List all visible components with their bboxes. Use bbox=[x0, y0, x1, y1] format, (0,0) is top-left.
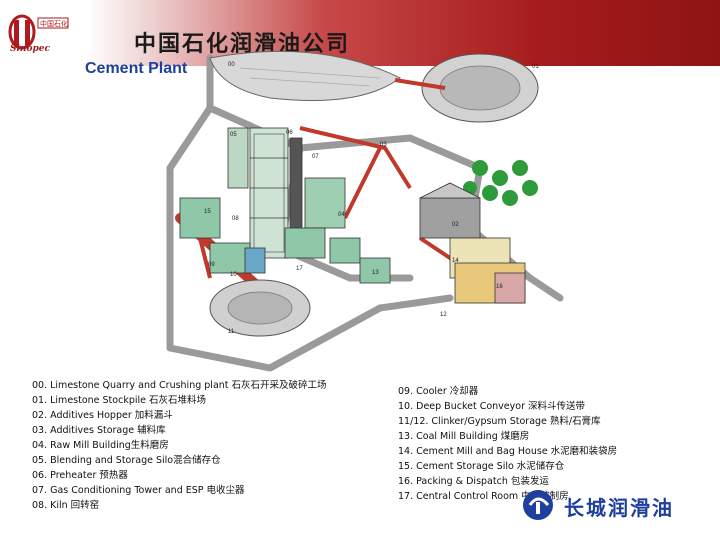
label-09: 09 bbox=[208, 262, 215, 268]
limestone-quarry-dome bbox=[209, 50, 401, 101]
limestone-stockpile-dome bbox=[421, 53, 539, 123]
legend-item: 17. Central Control Room 中心控制房 bbox=[398, 491, 569, 502]
legend-item: 05. Blending and Storage Silo混合储存仓 bbox=[32, 455, 221, 466]
brand-text: 长城润滑油 bbox=[564, 496, 674, 520]
label-10: 10 bbox=[230, 272, 237, 278]
label-08: 08 bbox=[232, 216, 239, 222]
packing-building bbox=[494, 272, 526, 304]
legend-item: 04. Raw Mill Building生料磨房 bbox=[32, 440, 169, 451]
legend-item: 00. Limestone Quarry and Crushing plant … bbox=[32, 380, 327, 391]
legend-item: 13. Coal Mill Building 煤磨房 bbox=[398, 431, 530, 442]
label-01: 01 bbox=[532, 64, 539, 70]
page-subtitle: Cement Plant bbox=[85, 60, 188, 77]
legend-item: 02. Additives Hopper 加料漏斗 bbox=[32, 410, 173, 421]
label-04: 04 bbox=[338, 212, 345, 218]
great-wall-brand: 长城润滑油 bbox=[520, 488, 716, 522]
great-wall-logo-icon bbox=[523, 490, 553, 520]
legend-item: 16. Packing & Dispatch 包装发运 bbox=[398, 476, 549, 487]
label-06: 06 bbox=[286, 130, 293, 136]
esp-building bbox=[304, 177, 346, 229]
label-00: 00 bbox=[228, 62, 235, 68]
label-17: 17 bbox=[296, 266, 303, 272]
preheater-tower bbox=[227, 127, 303, 259]
cooler bbox=[244, 247, 266, 274]
storage-buildings bbox=[284, 227, 391, 284]
label-13: 13 bbox=[372, 270, 379, 276]
legend-item: 07. Gas Conditioning Tower and ESP 电收尘器 bbox=[32, 485, 245, 496]
legend-item: 11/12. Clinker/Gypsum Storage 熟料/石膏库 bbox=[398, 416, 601, 427]
legend-item: 09. Cooler 冷却器 bbox=[398, 386, 479, 397]
legend-item: 15. Cement Storage Silo 水泥储存仓 bbox=[398, 461, 565, 472]
label-03: 03 bbox=[380, 142, 387, 148]
cement-plant-diagram: 00 01 02 03 04 05 06 07 08 09 10 11 12 1… bbox=[166, 50, 564, 372]
trees bbox=[463, 160, 538, 206]
label-05: 05 bbox=[230, 132, 237, 138]
legend-right: 09. Cooler 冷却器 10. Deep Bucket Conveyor … bbox=[398, 384, 617, 504]
header-band bbox=[0, 0, 720, 66]
label-02: 02 bbox=[452, 222, 459, 228]
label-16: 16 bbox=[496, 284, 503, 290]
legend-item: 10. Deep Bucket Conveyor 深料斗传送带 bbox=[398, 401, 585, 412]
label-14: 14 bbox=[452, 258, 459, 264]
label-12: 12 bbox=[440, 312, 447, 318]
label-11: 11 bbox=[228, 329, 235, 335]
legend-item: 06. Preheater 预热器 bbox=[32, 470, 128, 481]
label-07: 07 bbox=[312, 154, 319, 160]
logo-text: Sinopec bbox=[10, 44, 50, 54]
diagram-number-labels: 00 01 02 03 04 05 06 07 08 09 10 11 12 1… bbox=[204, 62, 539, 335]
raw-mill-building bbox=[179, 197, 221, 239]
label-15: 15 bbox=[204, 209, 211, 215]
legend-item: 08. Kiln 回转窑 bbox=[32, 500, 100, 511]
legend-left: 00. Limestone Quarry and Crushing plant … bbox=[32, 378, 327, 513]
sinopec-logo: 中国石化 bbox=[4, 4, 76, 64]
svg-text:中国石化: 中国石化 bbox=[40, 19, 68, 28]
legend-item: 01. Limestone Stockpile 石灰石堆料场 bbox=[32, 395, 206, 406]
clinker-storage-dome bbox=[209, 279, 311, 337]
legend-item: 14. Cement Mill and Bag House 水泥磨和装袋房 bbox=[398, 446, 618, 457]
legend-item: 03. Additives Storage 辅料库 bbox=[32, 425, 166, 436]
